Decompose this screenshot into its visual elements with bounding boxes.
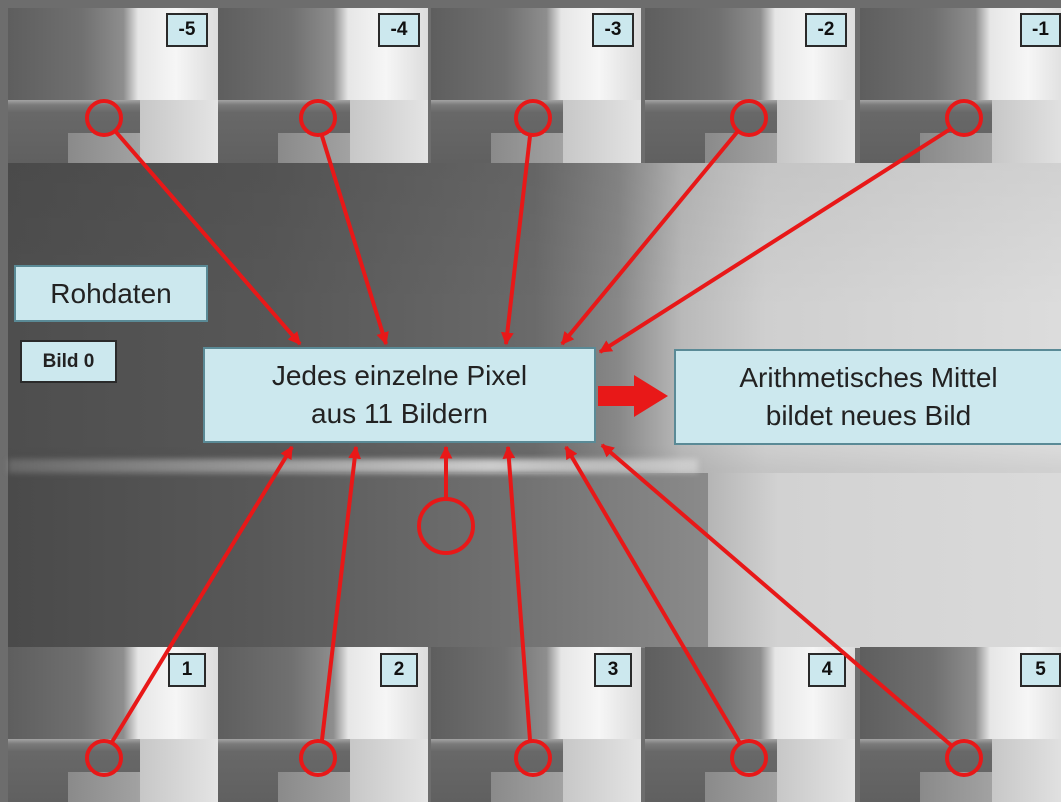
result-text-line1: Arithmetisches Mittel — [739, 362, 998, 394]
frame-number-minus2: -2 — [805, 13, 847, 47]
frame-number-minus5: -5 — [166, 13, 208, 47]
result-text-box: Arithmetisches Mittel bildet neues Bild — [674, 349, 1061, 445]
center-text-box: Jedes einzelne Pixel aus 11 Bildern — [203, 347, 596, 443]
frame-number-1: 1 — [168, 653, 206, 687]
frame-number-minus3: -3 — [592, 13, 634, 47]
frame-number-3: 3 — [594, 653, 632, 687]
raw-data-label: Rohdaten — [14, 265, 208, 322]
frame-number-minus1: -1 — [1020, 13, 1061, 47]
frame-number-minus4: -4 — [378, 13, 420, 47]
frame-number-2: 2 — [380, 653, 418, 687]
frame0-label: Bild 0 — [20, 340, 117, 383]
center-text-line2: aus 11 Bildern — [311, 398, 488, 429]
frame-number-5: 5 — [1020, 653, 1061, 687]
frame-number-4: 4 — [808, 653, 846, 687]
center-text-line1: Jedes einzelne Pixel — [271, 360, 528, 392]
result-text-line2: bildet neues Bild — [765, 400, 972, 431]
bright-edge-line — [8, 459, 698, 473]
frame-thumbnail-minus3 — [431, 8, 641, 163]
